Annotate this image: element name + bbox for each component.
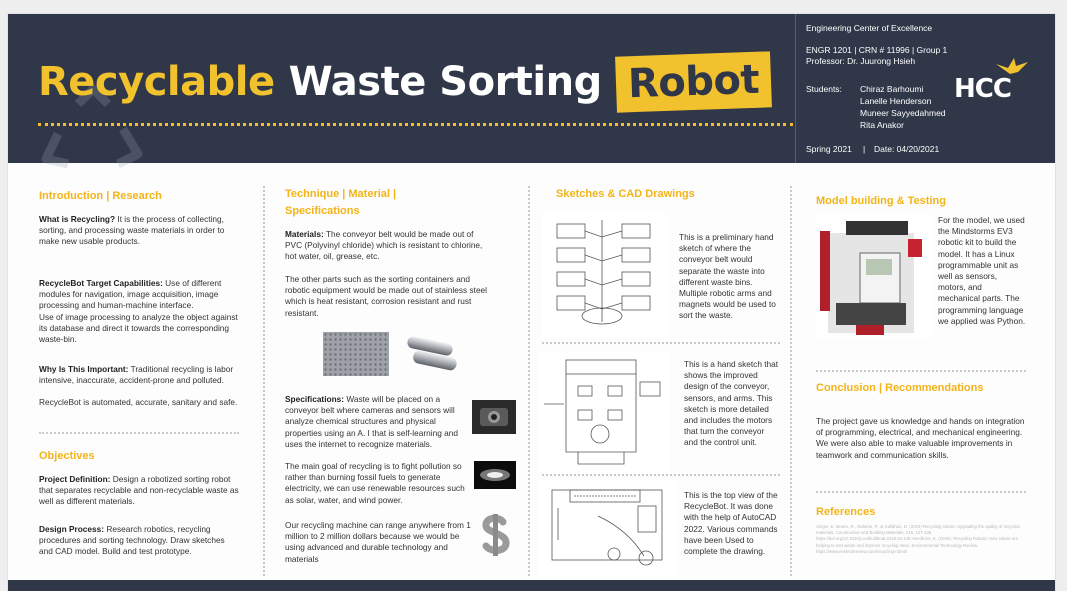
poster-title: Recyclable Waste Sorting Robot <box>38 51 772 113</box>
target-body-2: Use of image processing to analyze the o… <box>39 311 238 345</box>
target-label: RecycleBot Target Capabilities: <box>39 278 163 288</box>
references-heading: References <box>816 506 876 518</box>
model-heading: Model building & Testing <box>816 195 946 207</box>
specifications-body: Waste will be placed on a conveyor belt … <box>285 394 458 449</box>
poster-header: Recyclable Waste Sorting Robot Engineeri… <box>8 14 1055 169</box>
target-capabilities-text: RecycleBot Target Capabilities: Use of d… <box>39 278 239 345</box>
sensor-camera-image <box>472 400 516 434</box>
other-parts-text: The other parts such as the sorting cont… <box>285 274 488 318</box>
process-label: Design Process: <box>39 524 105 534</box>
sketches-heading: Sketches & CAD Drawings <box>556 188 695 200</box>
title-word-recyclable: Recyclable <box>38 59 275 105</box>
model-text: For the model, we used the Mindstorms EV… <box>938 215 1026 326</box>
project-definition-text: Project Definition: Design a robotized s… <box>39 474 239 508</box>
ev3-robot-model-image <box>816 213 932 339</box>
materials-body: The conveyor belt would be made out of P… <box>285 229 483 262</box>
student-name: Muneer Sayyedahmed <box>860 108 946 118</box>
hcc-logo: HCC <box>954 54 1034 104</box>
students-label: Students: <box>806 84 842 94</box>
section-separator <box>816 370 1026 372</box>
section-separator <box>39 432 239 434</box>
preliminary-sketch-image <box>542 212 668 338</box>
term-info: Spring 2021 <box>806 144 852 154</box>
specifications-text: Specifications: Waste will be placed on … <box>285 394 469 450</box>
section-separator <box>816 491 1026 493</box>
date-separator: | <box>863 144 866 154</box>
student-name: Rita Anakor <box>860 120 904 130</box>
why-label: Why Is This Important: <box>39 364 129 374</box>
what-is-recycling-text: What is Recycling? It is the process of … <box>39 214 239 248</box>
technique-heading: Technique | Material | Specifications <box>285 188 397 217</box>
what-label: What is Recycling? <box>39 214 116 224</box>
improved-sketch-image <box>538 352 670 472</box>
conclusion-text: The project gave us knowledge and hands … <box>816 416 1025 460</box>
title-dotted-underline <box>38 123 793 126</box>
section-separator <box>542 474 780 476</box>
why-body: Traditional recycling is labor intensive… <box>39 364 234 386</box>
specifications-label: Specifications: <box>285 394 345 404</box>
sketch2-caption: This is a hand sketch that shows the imp… <box>684 359 779 448</box>
eagle-icon <box>996 58 1028 74</box>
header-divider <box>795 14 796 163</box>
autocad-top-view-image <box>538 480 676 576</box>
column-divider <box>528 186 530 576</box>
what-body: It is the process of collecting, sorting… <box>39 214 225 247</box>
poster-footer <box>8 580 1055 591</box>
poster: Recyclable Waste Sorting Robot Engineeri… <box>8 14 1055 591</box>
process-body: Research robotics, recycling procedures … <box>39 524 225 557</box>
cost-text: Our recycling machine can range anywhere… <box>285 520 471 564</box>
student-name: Chiraz Barhoumi <box>860 84 924 94</box>
pollution-goal-text: The main goal of recycling is to fight p… <box>285 461 465 505</box>
references-text: Singer, E. Moore, R., Roberts, P., & Cal… <box>816 524 1020 554</box>
recycle-symbol-icon <box>41 84 143 169</box>
course-info: ENGR 1201 | CRN # 11996 | Group 1 <box>806 45 948 55</box>
section-separator <box>542 342 780 344</box>
automated-text: RecycleBot is automated, accurate, sanit… <box>39 397 238 407</box>
definition-body: Design a robotized sorting robot that se… <box>39 474 239 507</box>
title-word-waste-sorting: Waste Sorting <box>288 59 603 105</box>
glowing-energy-image <box>474 461 516 489</box>
column-divider <box>790 186 792 576</box>
sketch3-caption: This is the top view of the RecycleBot. … <box>684 490 778 557</box>
dollar-sign-icon <box>482 514 510 556</box>
center-name: Engineering Center of Excellence <box>806 23 933 33</box>
materials-label: Materials: <box>285 229 324 239</box>
logo-text: HCC <box>954 74 1012 104</box>
why-important-text: Why Is This Important: Traditional recyc… <box>39 364 239 386</box>
professor-info: Professor: Dr. Juurong Hsieh <box>806 56 916 66</box>
conclusion-heading: Conclusion | Recommendations <box>816 382 984 394</box>
column-divider <box>263 186 265 576</box>
student-name: Lanelle Henderson <box>860 96 932 106</box>
pvc-texture-image <box>323 332 389 376</box>
date-info: Date: 04/20/2021 <box>874 144 940 154</box>
materials-text: Materials: The conveyor belt would be ma… <box>285 229 491 263</box>
title-word-robot: Robot <box>614 51 772 113</box>
intro-heading: Introduction | Research <box>39 190 162 202</box>
design-process-text: Design Process: Research robotics, recyc… <box>39 524 239 558</box>
steel-pipes-image <box>407 336 457 371</box>
definition-label: Project Definition: <box>39 474 111 484</box>
sketch1-caption: This is a preliminary hand sketch of whe… <box>679 232 776 321</box>
target-body: Use of different modules for navigation,… <box>39 278 222 311</box>
objectives-heading: Objectives <box>39 450 95 462</box>
